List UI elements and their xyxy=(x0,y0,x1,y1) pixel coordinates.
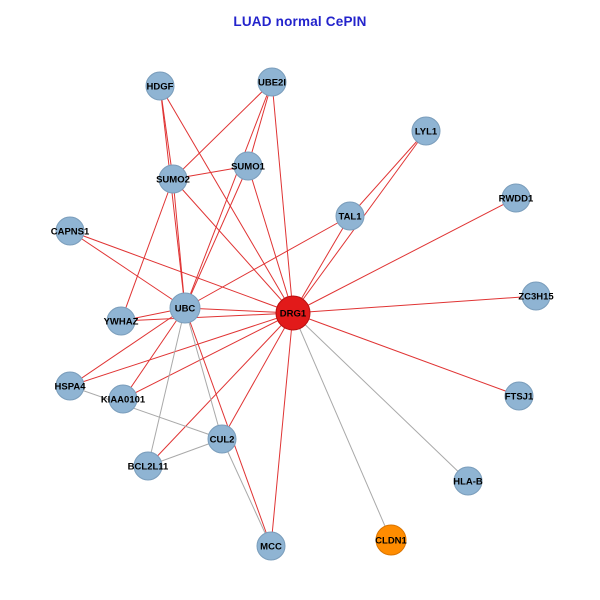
node-label-LYL1: LYL1 xyxy=(415,127,438,138)
edge-UBC-BCL2L11 xyxy=(147,307,186,467)
node-label-BCL2L11: BCL2L11 xyxy=(128,462,169,473)
node-label-SUMO1: SUMO1 xyxy=(231,162,266,173)
node-label-ZC3H15: ZC3H15 xyxy=(518,292,554,303)
node-label-CLDN1: CLDN1 xyxy=(375,536,407,547)
edge-UBC-CUL2 xyxy=(184,307,223,440)
node-YWHAZ xyxy=(106,306,136,336)
node-SUMO2 xyxy=(158,164,188,194)
edge-SUMO1-UBC xyxy=(184,165,249,309)
node-HDGF xyxy=(145,71,175,101)
edge-YWHAZ-SUMO2 xyxy=(120,178,174,322)
node-MCC xyxy=(256,531,286,561)
edge-DRG1-SUMO1 xyxy=(247,165,294,314)
node-RWDD1 xyxy=(501,183,531,213)
node-HSPA4 xyxy=(55,371,85,401)
nodes-layer xyxy=(55,67,551,561)
node-label-MCC: MCC xyxy=(260,542,282,553)
node-label-CAPNS1: CAPNS1 xyxy=(51,227,90,238)
edge-DRG1-BCL2L11 xyxy=(147,312,294,467)
edge-DRG1-HLA-B xyxy=(292,312,469,482)
node-CLDN1 xyxy=(375,524,407,556)
edge-HSPA4-CUL2 xyxy=(69,385,223,440)
edge-DRG1-RWDD1 xyxy=(292,197,517,314)
node-HLA-B xyxy=(453,466,483,496)
edge-CAPNS1-UBC xyxy=(69,230,186,309)
node-SUMO1 xyxy=(233,151,263,181)
node-label-HSPA4: HSPA4 xyxy=(55,382,87,393)
edges-layer xyxy=(69,81,537,547)
edge-DRG1-MCC xyxy=(270,312,294,547)
edge-DRG1-YWHAZ xyxy=(120,312,294,322)
node-label-DRG1: DRG1 xyxy=(280,309,307,320)
edge-DRG1-UBC xyxy=(184,307,294,314)
edge-DRG1-UBE2I xyxy=(271,81,294,314)
edge-DRG1-HSPA4 xyxy=(69,312,294,387)
edge-HDGF-UBC xyxy=(159,85,186,309)
node-label-CUL2: CUL2 xyxy=(210,435,235,446)
edge-CUL2-MCC xyxy=(221,438,272,547)
labels-layer: HDGF UBE2I LYL1SUMO1SUMO2RWDD1TAL1CAPNS1ZC… xyxy=(51,78,555,553)
edge-UBE2I-SUMO2 xyxy=(172,81,273,180)
plot-title: LUAD normal CePIN xyxy=(233,14,367,29)
node-label-TAL1: TAL1 xyxy=(338,212,362,223)
node-label-KIAA0101: KIAA0101 xyxy=(101,395,146,406)
node-label-RWDD1: RWDD1 xyxy=(499,194,534,205)
node-CUL2 xyxy=(207,424,237,454)
node-label-UBE2I: UBE2I xyxy=(258,78,286,89)
node-label-HDGF: HDGF xyxy=(147,82,174,93)
node-label-HLA-B: HLA-B xyxy=(453,477,483,488)
node-UBE2I xyxy=(257,67,287,97)
edge-HSPA4-UBC xyxy=(69,307,186,387)
node-ZC3H15 xyxy=(521,281,551,311)
node-label-YWHAZ: YWHAZ xyxy=(104,317,139,328)
node-CAPNS1 xyxy=(55,216,85,246)
node-DRG1 xyxy=(275,295,311,331)
edge-DRG1-CUL2 xyxy=(221,312,294,440)
edge-DRG1-CLDN1 xyxy=(292,312,392,541)
edge-DRG1-FTSJ1 xyxy=(292,312,520,397)
edge-KIAA0101-UBC xyxy=(122,307,186,400)
node-LYL1 xyxy=(411,116,441,146)
edge-UBE2I-UBC xyxy=(184,81,273,309)
node-UBC xyxy=(169,292,201,324)
node-FTSJ1 xyxy=(504,381,534,411)
node-label-SUMO2: SUMO2 xyxy=(156,175,190,186)
edge-DRG1-KIAA0101 xyxy=(122,312,294,400)
node-label-UBC: UBC xyxy=(175,304,196,315)
edge-DRG1-ZC3H15 xyxy=(292,295,537,314)
node-TAL1 xyxy=(335,201,365,231)
edge-UBE2I-SUMO1 xyxy=(247,81,273,167)
node-BCL2L11 xyxy=(133,451,163,481)
edge-DRG1-SUMO2 xyxy=(172,178,294,314)
edge-DRG1-TAL1 xyxy=(292,215,351,314)
edge-TAL1-UBC xyxy=(184,215,351,309)
node-label-FTSJ1: FTSJ1 xyxy=(505,392,534,403)
edge-TAL1-LYL1 xyxy=(349,130,427,217)
node-KIAA0101 xyxy=(108,384,138,414)
